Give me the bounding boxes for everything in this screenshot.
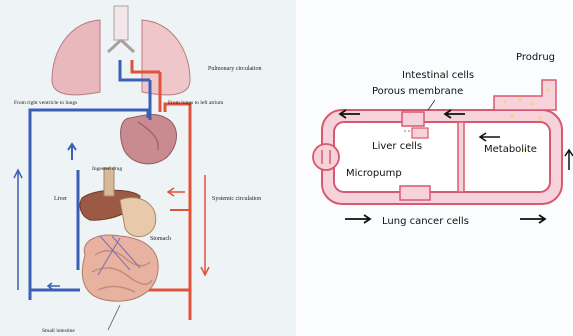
digestive-organs-illustration [80, 168, 158, 301]
left-arrow-icon [48, 283, 60, 289]
lungs-illustration [52, 6, 190, 95]
prodrug-label: Prodrug [516, 52, 555, 63]
circulation-diagram: Pulmonary circulation From right ventric… [14, 6, 262, 334]
ingested-drug-label: Ingested drug [92, 166, 122, 172]
organ-on-chip-diagram: Prodrug Intestinal cells Porous membrane… [313, 52, 573, 227]
lungs-to-atrium-label: From lungs to left atrium [168, 99, 224, 106]
metabolite-label: Metabolite [484, 144, 537, 155]
liver-cells-block [412, 128, 428, 138]
micropump-label: Micropump [346, 168, 402, 179]
small-intestine-label: Small intestine [42, 328, 75, 334]
chamber-divider [458, 122, 464, 192]
up-arrow-icon [68, 144, 76, 160]
up-arrow-icon [565, 150, 573, 170]
up-arrow-icon [14, 170, 22, 290]
right-arrow-icon [520, 215, 545, 223]
intestinal-cells-label: Intestinal cells [402, 70, 474, 81]
porous-membrane-label: Porous membrane [372, 86, 463, 97]
pulmonary-circulation-label: Pulmonary circulation [208, 66, 262, 72]
left-arrow-icon [168, 188, 185, 196]
down-arrow-icon [201, 175, 209, 275]
right-arrow-icon [345, 215, 370, 223]
heart-illustration [121, 115, 177, 164]
lung-cancer-cells-label: Lung cancer cells [382, 216, 469, 227]
liver-cells-label: Liver cells [372, 141, 422, 152]
micropump-icon [313, 144, 339, 170]
lung-cancer-cells-block [400, 186, 430, 200]
stomach-label: Stomach [150, 236, 171, 242]
intestinal-cells-block [402, 112, 424, 126]
right-ventricle-label: From right ventricle to lungs [14, 100, 77, 106]
liver-label: Liver [54, 196, 67, 202]
systemic-circulation-label: Systemic circulation [212, 196, 261, 202]
